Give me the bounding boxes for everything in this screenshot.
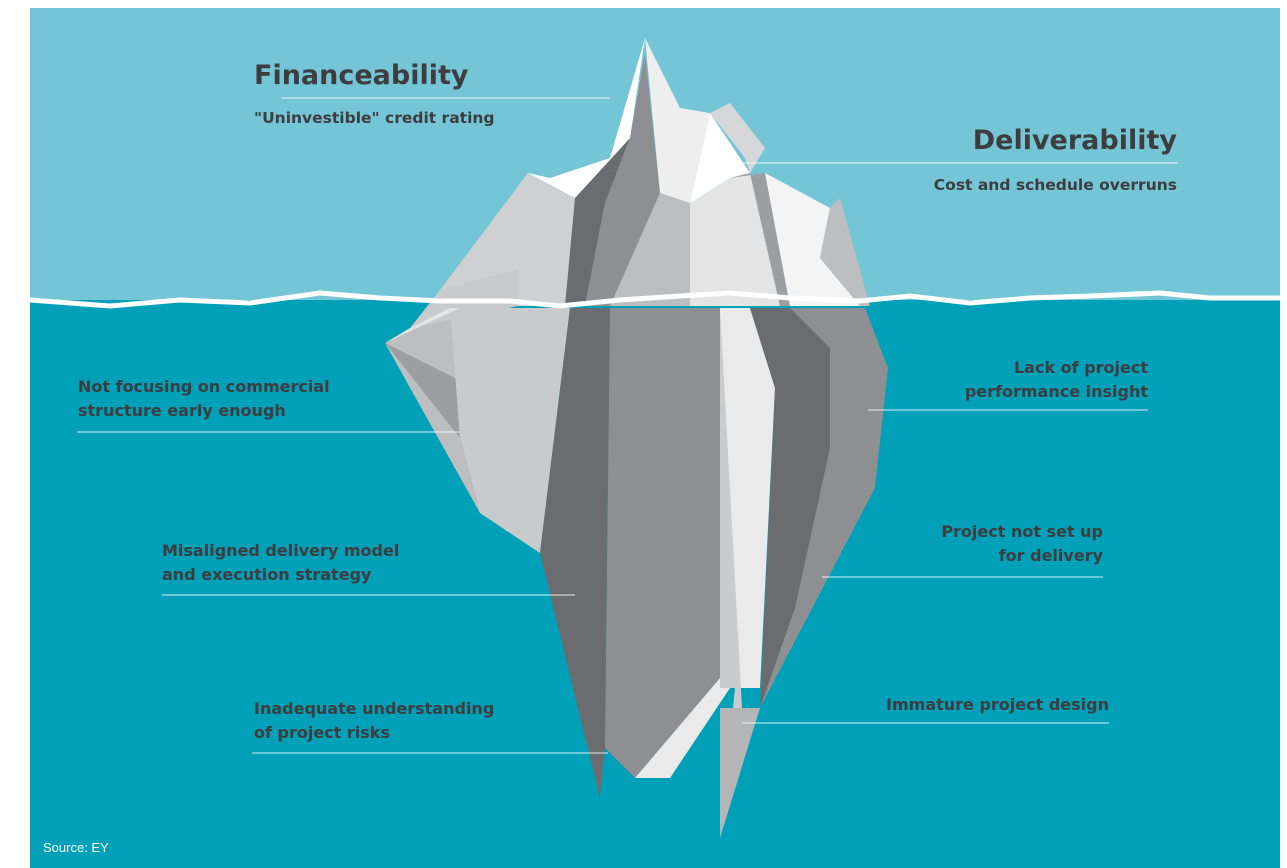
iceberg-diagram: Financeability "Uninvestible" credit rat… bbox=[30, 8, 1280, 868]
source-note: Source: EY bbox=[43, 840, 109, 855]
financeability-title: Financeability bbox=[254, 60, 469, 91]
deliverability-title: Deliverability bbox=[972, 125, 1177, 156]
deliverability-subtitle: Cost and schedule overruns bbox=[933, 176, 1177, 194]
label-line: Project not set up bbox=[941, 522, 1103, 541]
label-project-risks: Inadequate understanding of project risk… bbox=[254, 697, 494, 745]
label-line: of project risks bbox=[254, 723, 390, 742]
label-project-design: Immature project design bbox=[886, 693, 1109, 717]
label-commercial-structure: Not focusing on commercial structure ear… bbox=[78, 375, 330, 423]
label-line: and execution strategy bbox=[162, 565, 372, 584]
financeability-subtitle: "Uninvestible" credit rating bbox=[254, 109, 495, 127]
label-line: Misaligned delivery model bbox=[162, 541, 400, 560]
label-line: Inadequate understanding bbox=[254, 699, 495, 718]
label-delivery-model: Misaligned delivery model and execution … bbox=[162, 539, 399, 587]
label-project-setup: Project not set up for delivery bbox=[941, 520, 1103, 568]
leader-lines bbox=[77, 97, 1178, 754]
label-line: Immature project design bbox=[886, 695, 1109, 714]
label-line: Not focusing on commercial bbox=[78, 377, 330, 396]
iceberg-tip bbox=[385, 38, 870, 343]
label-performance-insight: Lack of project performance insight bbox=[965, 356, 1148, 404]
waterline bbox=[30, 290, 1280, 309]
label-line: Lack of project bbox=[1013, 358, 1148, 377]
iceberg-submerged bbox=[385, 308, 888, 838]
label-line: for delivery bbox=[998, 546, 1103, 565]
label-line: structure early enough bbox=[78, 401, 286, 420]
label-line: performance insight bbox=[964, 382, 1148, 401]
iceberg-graphic bbox=[30, 8, 1280, 868]
